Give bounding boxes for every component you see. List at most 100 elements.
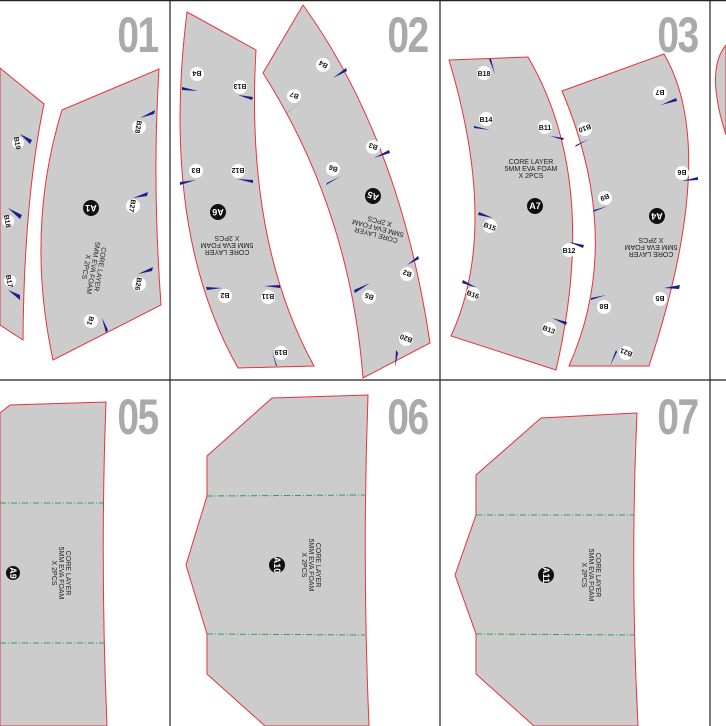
svg-text:B27: B27 xyxy=(127,199,136,213)
piece-text-line: CORE LAYER xyxy=(594,553,601,598)
piece-A9[interactable] xyxy=(0,401,108,726)
svg-text:B10: B10 xyxy=(577,122,592,133)
piece-text-line: X 2PCS xyxy=(519,173,544,180)
svg-text:B15: B15 xyxy=(482,222,497,233)
cell-03: A7 CORE LAYER 5MM EVA FOAM X 2PCS A4 COR… xyxy=(448,44,726,371)
svg-text:B18: B18 xyxy=(2,214,11,228)
piece-text-line: X 2PCS xyxy=(638,236,663,243)
badge-A11 xyxy=(538,567,554,583)
cell-05: A9 CORE LAYER 5MM EVA FOAM X 2PCS xyxy=(0,401,108,726)
svg-text:B7: B7 xyxy=(655,88,664,95)
svg-text:B5: B5 xyxy=(655,294,664,301)
badge-label: A7 xyxy=(529,201,541,211)
cell-number-07: 07 xyxy=(657,389,700,445)
svg-text:B20: B20 xyxy=(399,332,414,343)
piece-text-line: X 2PCS xyxy=(80,254,91,280)
notch-labels: B4 B13 B3 B12 B2 B11 B19 B4 B7 B3 B6 B2 … xyxy=(189,58,414,360)
svg-text:B3: B3 xyxy=(368,141,379,151)
svg-text:B5: B5 xyxy=(364,291,375,301)
svg-text:B19: B19 xyxy=(274,348,287,355)
piece-text-line: CORE LAYER xyxy=(314,543,321,588)
cell-02: A6 CORE LAYER 5MM EVA FOAM X 2PCS A5 COR… xyxy=(179,4,431,379)
piece-A5[interactable] xyxy=(262,4,431,379)
cell-01: A1 CORE LAYER 5MM EVA FOAM X 2PCS B19 B1… xyxy=(0,67,162,361)
svg-text:B1: B1 xyxy=(85,315,95,326)
svg-text:B11: B11 xyxy=(262,292,275,299)
svg-text:B8: B8 xyxy=(599,302,608,309)
svg-text:B21: B21 xyxy=(619,346,634,357)
svg-text:B9: B9 xyxy=(599,192,610,202)
badge-label: A10 xyxy=(272,557,282,574)
piece-text-line: 5MM EVA FOAM xyxy=(587,549,594,602)
badge-label: A4 xyxy=(651,211,663,221)
svg-text:B17: B17 xyxy=(4,274,13,288)
piece-text-line: 5MM EVA FOAM xyxy=(200,241,253,248)
piece-A4[interactable] xyxy=(561,53,690,367)
svg-text:B7: B7 xyxy=(289,90,300,100)
svg-text:B3: B3 xyxy=(191,166,200,173)
piece-text-line: X 2PCS xyxy=(580,563,587,588)
cell-07: A11 CORE LAYER 5MM EVA FOAM X 2PCS xyxy=(454,412,639,726)
badge-A1 xyxy=(83,200,99,216)
notch-labels: B19 B18 B17 B28 B27 B26 B1 xyxy=(2,120,146,328)
badge-A6 xyxy=(210,204,226,220)
piece-text-line: CORE LAYER xyxy=(205,248,250,255)
svg-text:B13: B13 xyxy=(541,325,556,336)
cell-06: A10 CORE LAYER 5MM EVA FOAM X 2PCS xyxy=(185,394,370,726)
cell-number-03: 03 xyxy=(657,7,700,63)
svg-text:B14: B14 xyxy=(480,117,493,124)
badge-label: A5 xyxy=(366,189,380,202)
notch-icons xyxy=(462,59,698,366)
svg-text:B6: B6 xyxy=(328,163,339,173)
piece-A6[interactable] xyxy=(179,11,315,369)
piece-A7[interactable] xyxy=(448,56,574,371)
fold-line xyxy=(475,633,635,636)
svg-text:B4: B4 xyxy=(192,69,201,76)
piece-text-line: CORE LAYER xyxy=(509,159,554,166)
badge-A4 xyxy=(649,208,665,224)
badge-A7 xyxy=(527,198,543,214)
notch-icons xyxy=(180,68,419,367)
piece-text-line: 5MM EVA FOAM xyxy=(57,547,64,600)
piece-left-partial[interactable] xyxy=(0,67,45,341)
piece-text-line: 5MM EVA FOAM xyxy=(505,166,558,173)
fold-line xyxy=(206,633,366,636)
svg-text:B2: B2 xyxy=(402,268,413,278)
svg-text:B12: B12 xyxy=(563,248,576,255)
badge-label: A11 xyxy=(541,567,551,583)
svg-text:B13: B13 xyxy=(233,82,246,89)
notch-icons xyxy=(8,110,155,333)
svg-text:B28: B28 xyxy=(133,120,142,134)
svg-text:B18: B18 xyxy=(478,71,491,78)
badge-label: A9 xyxy=(8,567,18,579)
svg-text:B12: B12 xyxy=(231,166,244,173)
badge-A5 xyxy=(365,188,381,204)
piece-partial-right[interactable] xyxy=(715,44,726,136)
svg-text:B6: B6 xyxy=(677,168,686,175)
svg-text:B16: B16 xyxy=(465,290,480,301)
fold-line xyxy=(206,494,366,497)
badge-label: A1 xyxy=(85,203,97,213)
cell-number-05: 05 xyxy=(117,389,160,445)
piece-text-line: CORE LAYER xyxy=(629,250,674,257)
badge-A9 xyxy=(6,566,20,580)
piece-text-line: CORE LAYER xyxy=(64,551,71,596)
svg-text:B2: B2 xyxy=(220,291,229,298)
svg-text:B11: B11 xyxy=(539,125,552,132)
badge-A10 xyxy=(269,557,285,573)
cell-number-06: 06 xyxy=(387,389,430,445)
piece-text-line: X 2PCS xyxy=(300,553,307,578)
piece-A1[interactable] xyxy=(40,68,162,361)
piece-text-line: 5MM EVA FOAM xyxy=(307,539,314,592)
piece-text-line: X 2PCS xyxy=(50,561,57,586)
svg-text:B26: B26 xyxy=(133,277,142,291)
piece-text-line: 5MM EVA FOAM xyxy=(624,243,677,250)
cell-number-02: 02 xyxy=(387,7,430,63)
cell-number-01: 01 xyxy=(117,7,160,63)
badge-label: A6 xyxy=(212,207,224,217)
piece-text-line: X 2PCS xyxy=(214,234,239,241)
notch-labels: B18 B14 B11 B15 B12 B16 B13 B7 B10 B6 B9… xyxy=(465,66,689,360)
svg-text:B4: B4 xyxy=(318,58,329,69)
